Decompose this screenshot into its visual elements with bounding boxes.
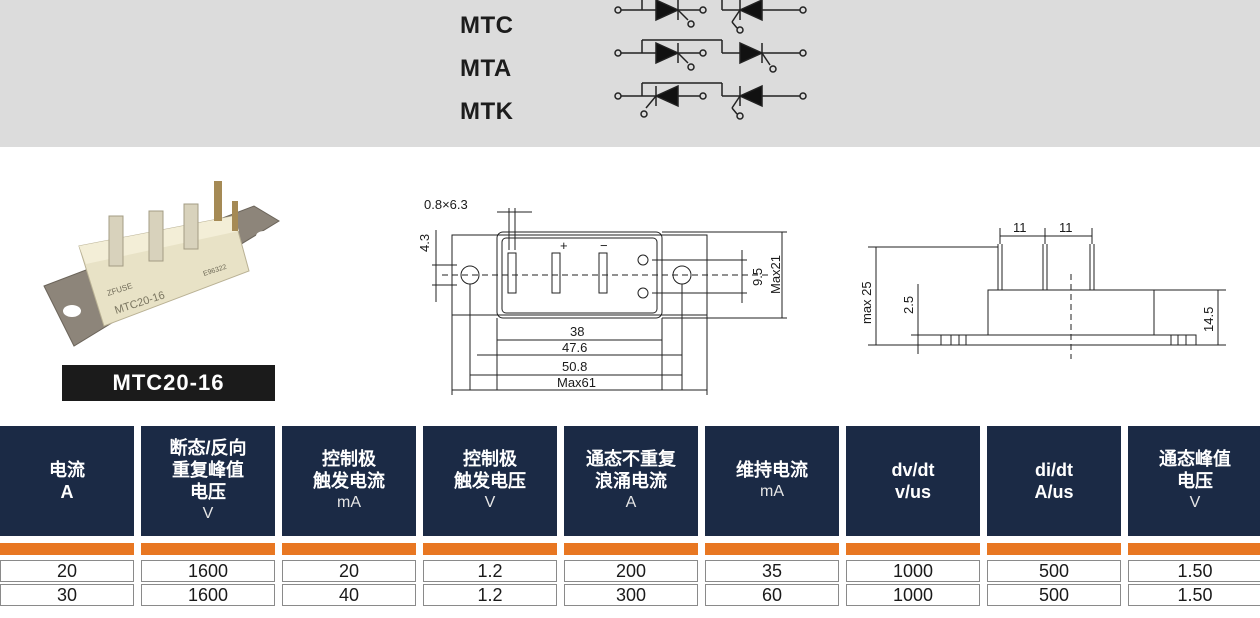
- header-line: dv/dt: [891, 460, 935, 480]
- header-unit: mA: [337, 494, 361, 511]
- edge-dim: 4.3: [417, 234, 432, 252]
- minus-mark: −: [600, 238, 608, 253]
- header-line: 控制极: [322, 449, 376, 469]
- variant-label: MTK: [460, 98, 514, 125]
- height-max-dim: max 25: [859, 281, 874, 324]
- base-dim: 2.5: [901, 296, 916, 314]
- column-header: 控制极触发电流 mA: [282, 426, 416, 536]
- mta-circuit-symbol-icon: [614, 39, 807, 73]
- mtc-circuit-symbol-icon: [614, 0, 807, 34]
- header-line: 维持电流: [736, 460, 808, 480]
- mtk-circuit-symbol-icon: [614, 82, 807, 120]
- variant-label: MTC: [460, 12, 514, 39]
- variant-mtk: MTK: [460, 82, 807, 126]
- header-unit: V: [484, 494, 496, 511]
- header-line: di/dt: [1035, 460, 1073, 480]
- table-cell: 200: [564, 560, 698, 582]
- side-view-drawing: 11 11 max 25 2.5 14.5: [859, 220, 1226, 359]
- module-photo: MTC20-16 ZFUSE E96322: [43, 181, 280, 347]
- header-line: A: [60, 482, 74, 502]
- header-unit: mA: [760, 483, 784, 500]
- table-cell: 20: [0, 560, 134, 582]
- header-line: 电压: [1177, 471, 1213, 491]
- table-cell: 20: [282, 560, 416, 582]
- accent-bar: [0, 543, 134, 555]
- variant-label: MTA: [460, 55, 512, 82]
- table-cell: 1.2: [423, 584, 557, 606]
- table-cell: 1.50: [1128, 560, 1260, 582]
- table-cell: 40: [282, 584, 416, 606]
- accent-bar: [282, 543, 416, 555]
- header-unit: A: [625, 494, 637, 511]
- table-cell: 300: [564, 584, 698, 606]
- variant-mtc: MTC: [460, 0, 807, 40]
- header-line: 触发电压: [454, 471, 526, 491]
- table-cell: 500: [987, 560, 1121, 582]
- accent-bar: [423, 543, 557, 555]
- top-view-drawing: + − 0.8×6.3 4.3 9.5 Max21 38 47.6 50.8 M…: [417, 197, 787, 395]
- width-dim: Max21: [768, 255, 783, 294]
- table-cell: 1.50: [1128, 584, 1260, 606]
- header-line: 通态不重复: [586, 449, 676, 469]
- mounting-hole-left: [63, 305, 81, 317]
- terminal-dim: 0.8×6.3: [424, 197, 468, 212]
- header-line: A/us: [1034, 482, 1074, 502]
- table-cell: 1600: [141, 560, 275, 582]
- column-header: 通态不重复浪涌电流 A: [564, 426, 698, 536]
- accent-bar: [987, 543, 1121, 555]
- dim-50: 50.8: [562, 359, 587, 374]
- header-line: 电压: [190, 482, 226, 502]
- column-header: 维持电流 mA: [705, 426, 839, 536]
- header-line: 触发电流: [313, 471, 385, 491]
- table-cell: 500: [987, 584, 1121, 606]
- dim-47: 47.6: [562, 340, 587, 355]
- accent-bar: [846, 543, 980, 555]
- accent-bar: [1128, 543, 1260, 555]
- body-dim: 14.5: [1201, 307, 1216, 332]
- plus-mark: +: [560, 238, 568, 253]
- accent-bar: [564, 543, 698, 555]
- table-cell: 1000: [846, 560, 980, 582]
- variant-mta: MTA: [460, 39, 807, 83]
- accent-bar: [141, 543, 275, 555]
- header-line: 通态峰值: [1159, 449, 1231, 469]
- table-cell: 1.2: [423, 560, 557, 582]
- header-unit: V: [202, 505, 214, 522]
- header-line: 电流: [49, 460, 85, 480]
- header-line: 控制极: [463, 449, 517, 469]
- header-line: v/us: [894, 482, 932, 502]
- pitch-dim: 9.5: [750, 268, 765, 286]
- column-header: 控制极触发电压 V: [423, 426, 557, 536]
- mounting-hole-right: [256, 231, 272, 241]
- header-unit: V: [1189, 494, 1201, 511]
- header-line: 浪涌电流: [595, 471, 667, 491]
- pitch-right: 11: [1059, 220, 1073, 235]
- header-line: 断态/反向: [169, 438, 247, 458]
- table-cell: 35: [705, 560, 839, 582]
- pitch-left: 11: [1013, 220, 1027, 235]
- accent-bar: [705, 543, 839, 555]
- model-label: MTC20-16: [62, 365, 275, 401]
- dim-max61: Max61: [557, 375, 596, 390]
- table-cell: 30: [0, 584, 134, 606]
- circuit-variants-panel: [0, 0, 1260, 147]
- table-cell: 60: [705, 584, 839, 606]
- header-line: 重复峰值: [172, 460, 244, 480]
- column-header: 通态峰值电压 V: [1128, 426, 1260, 536]
- table-cell: 1000: [846, 584, 980, 606]
- dim-38: 38: [570, 324, 584, 339]
- table-cell: 1600: [141, 584, 275, 606]
- column-header: 断态/反向重复峰值电压 V: [141, 426, 275, 536]
